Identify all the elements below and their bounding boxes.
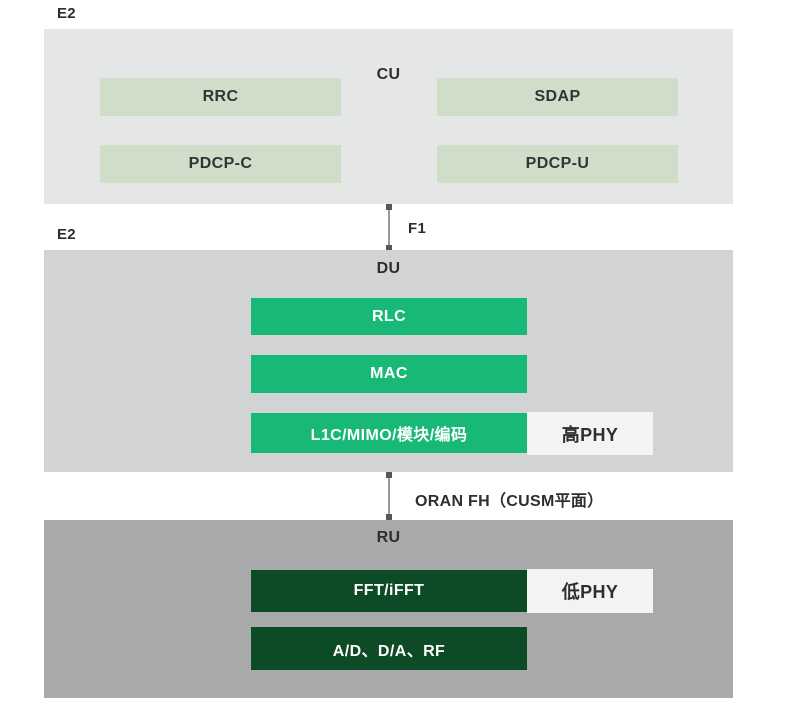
ru-section-title: RU: [376, 529, 401, 546]
e2-interface-label-top: E2: [57, 5, 76, 22]
du-section-title: DU: [376, 260, 401, 277]
cu-section: CU RRC SDAP PDCP-C PDCP-U: [44, 29, 733, 204]
cu-section-title: CU: [376, 66, 401, 83]
cu-box-pdcp-u: PDCP-U: [437, 145, 678, 183]
ru-low-phy-box: 低PHY: [527, 569, 653, 613]
du-box-rlc: RLC: [251, 298, 527, 335]
f1-connector-line: [386, 204, 392, 251]
ru-section: RU FFT/iFFT 低PHY A/D、D/A、RF: [44, 520, 733, 698]
f1-connector-bottom-cap: [386, 245, 392, 251]
cu-box-pdcp-c: PDCP-C: [100, 145, 341, 183]
ru-box-ad-da-rf: A/D、D/A、RF: [251, 627, 527, 670]
f1-interface-label: F1: [408, 220, 427, 237]
oran-fh-connector-top-cap: [386, 472, 392, 478]
du-box-mac: MAC: [251, 355, 527, 393]
oran-fh-connector-bottom-cap: [386, 514, 392, 520]
oran-fh-connector-line: [386, 472, 392, 520]
e2-interface-label-mid: E2: [57, 226, 76, 243]
ru-box-fft: FFT/iFFT: [251, 570, 527, 612]
cu-box-rrc: RRC: [100, 78, 341, 116]
oran-fh-interface-label: ORAN FH（CUSM平面）: [415, 493, 604, 510]
cu-box-sdap: SDAP: [437, 78, 678, 116]
f1-connector-top-cap: [386, 204, 392, 210]
du-high-phy-box: 高PHY: [527, 412, 653, 455]
du-section: DU RLC MAC L1C/MIMO/模块/编码 高PHY: [44, 250, 733, 472]
du-box-l1c: L1C/MIMO/模块/编码: [251, 413, 527, 453]
